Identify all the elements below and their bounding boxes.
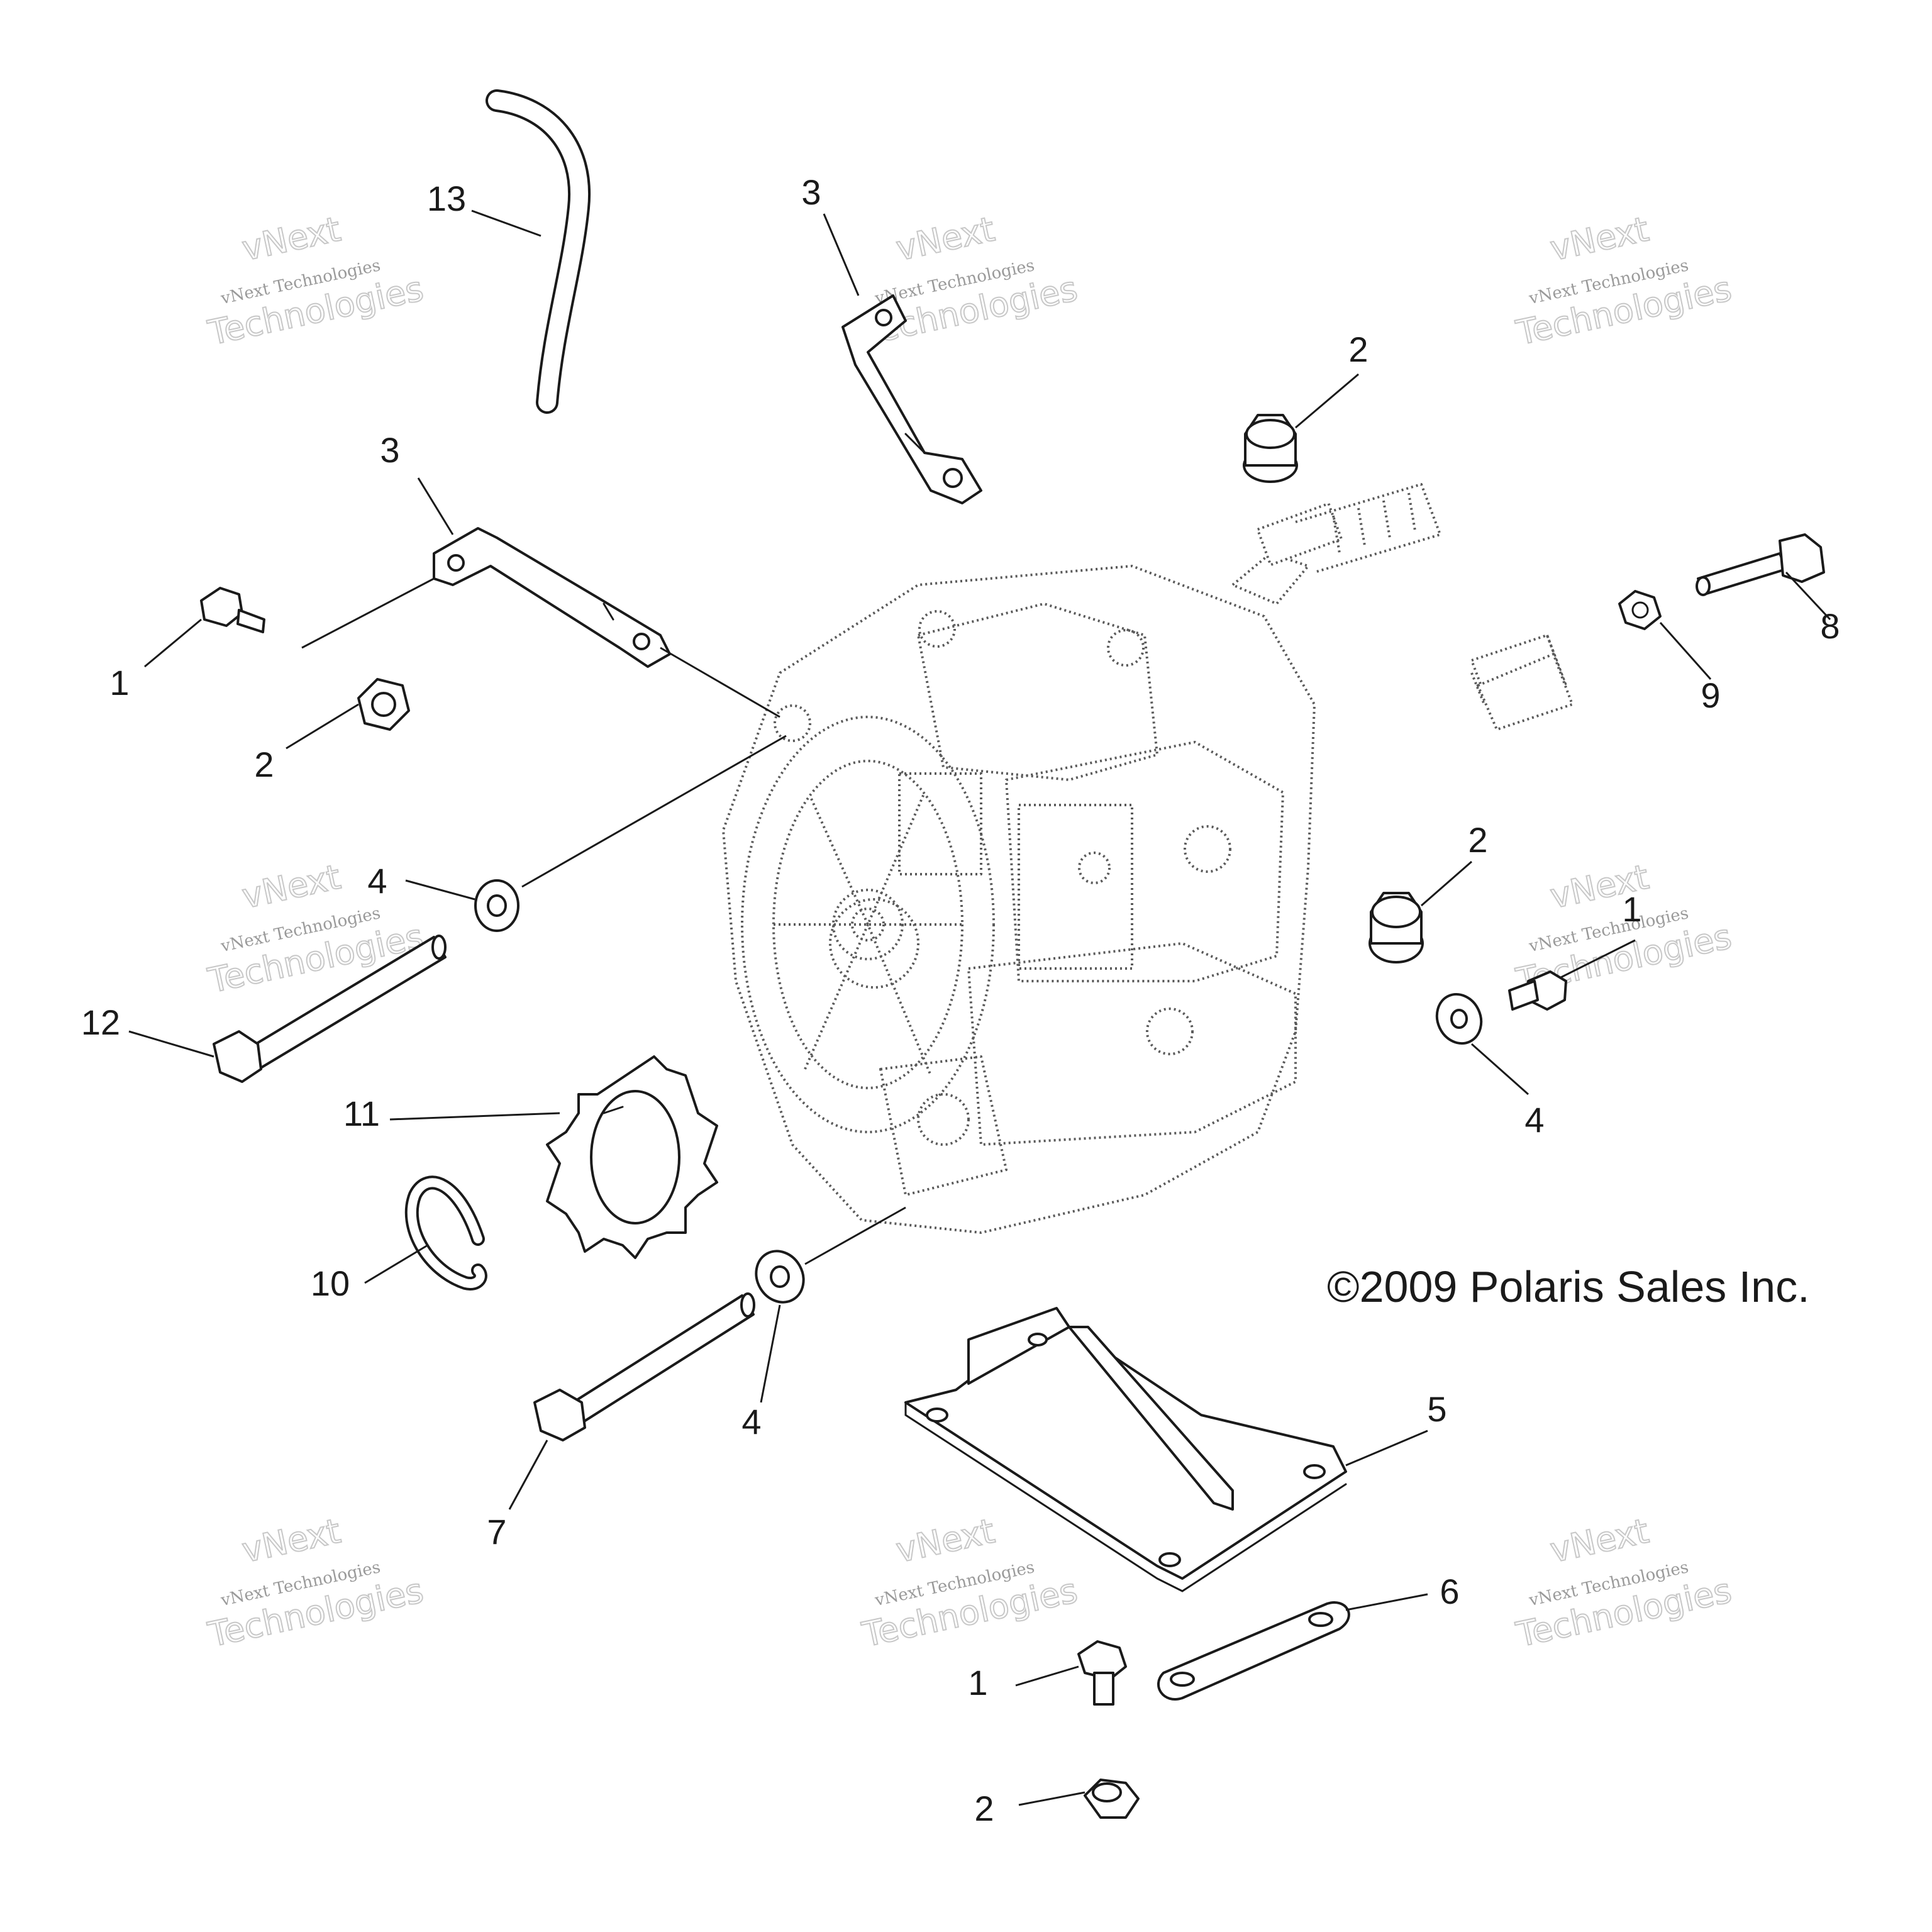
watermark-top-left: vNext vNext Technologies Technologies xyxy=(204,209,427,354)
transmission-assembly xyxy=(721,483,1568,1235)
bolt-part-1-bottom xyxy=(1077,1640,1127,1706)
callout-4-right: 4 xyxy=(1524,1100,1544,1140)
bolt-part-1-right xyxy=(1508,970,1567,1011)
nut-part-9 xyxy=(1618,590,1662,630)
copyright-notice: ©2009 Polaris Sales Inc. xyxy=(1327,1262,1810,1311)
watermark-bottom-center: vNext vNext Technologies Technologies xyxy=(858,1511,1081,1656)
callout-4-left: 4 xyxy=(367,861,387,901)
svg-text:vNext: vNext xyxy=(1547,209,1652,269)
callout-9: 9 xyxy=(1701,675,1720,715)
callout-1-right: 1 xyxy=(1622,889,1641,929)
callout-3-upper: 3 xyxy=(801,172,821,212)
callout-4-bottom: 4 xyxy=(741,1402,761,1441)
hose-part-13 xyxy=(486,89,591,414)
nut-part-2-right xyxy=(1368,892,1424,963)
callout-2-top-right: 2 xyxy=(1348,330,1368,369)
spacer-dotted xyxy=(1476,652,1574,731)
snap-ring-part-10 xyxy=(404,1175,487,1291)
nut-part-2-top-right xyxy=(1243,414,1298,483)
svg-text:vNext: vNext xyxy=(239,209,344,269)
svg-text:vNext: vNext xyxy=(893,209,998,269)
washer-part-4-right xyxy=(1435,993,1483,1045)
callout-2-bottom: 2 xyxy=(974,1789,994,1828)
bolt-part-8 xyxy=(1696,533,1825,596)
callout-7: 7 xyxy=(487,1512,506,1552)
callout-11: 11 xyxy=(343,1094,380,1133)
callout-2-left: 2 xyxy=(254,745,274,784)
callout-10: 10 xyxy=(311,1263,350,1303)
plate-part-6 xyxy=(1157,1601,1350,1701)
nut-part-2-bottom xyxy=(1084,1779,1140,1819)
sprocket-part-11 xyxy=(546,1055,718,1259)
callout-5: 5 xyxy=(1427,1389,1446,1429)
svg-text:vNext: vNext xyxy=(1547,1511,1652,1570)
watermark-mid-right: vNext vNext Technologies Technologies xyxy=(1512,857,1735,1002)
bracket-part-3-upper xyxy=(841,294,982,504)
bolt-part-7 xyxy=(533,1292,755,1441)
svg-text:vNext: vNext xyxy=(893,1511,998,1570)
washer-part-4-left xyxy=(474,879,519,932)
bracket-part-3-lower xyxy=(433,527,671,668)
svg-text:vNext: vNext xyxy=(239,857,344,916)
mount-plate-part-5 xyxy=(904,1307,1347,1592)
callout-12: 12 xyxy=(81,1002,120,1042)
callout-3-lower: 3 xyxy=(380,430,399,470)
callout-8: 8 xyxy=(1820,606,1840,646)
callout-1-bottom: 1 xyxy=(968,1663,987,1702)
watermark-bottom-right: vNext vNext Technologies Technologies xyxy=(1512,1511,1735,1656)
watermark-bottom-left: vNext vNext Technologies Technologies xyxy=(204,1511,427,1656)
washer-part-4-bottom xyxy=(755,1250,805,1304)
leader-lines xyxy=(128,209,1831,1806)
watermark-top-right: vNext vNext Technologies Technologies xyxy=(1512,209,1735,354)
callout-6: 6 xyxy=(1440,1572,1459,1611)
svg-text:vNext: vNext xyxy=(239,1511,344,1570)
callout-2-right: 2 xyxy=(1468,820,1487,860)
nut-part-2-left xyxy=(357,678,410,731)
bolt-part-12 xyxy=(213,935,447,1083)
bolt-part-1-left xyxy=(200,587,265,633)
callout-13: 13 xyxy=(427,179,466,218)
callout-1-left: 1 xyxy=(109,663,129,702)
